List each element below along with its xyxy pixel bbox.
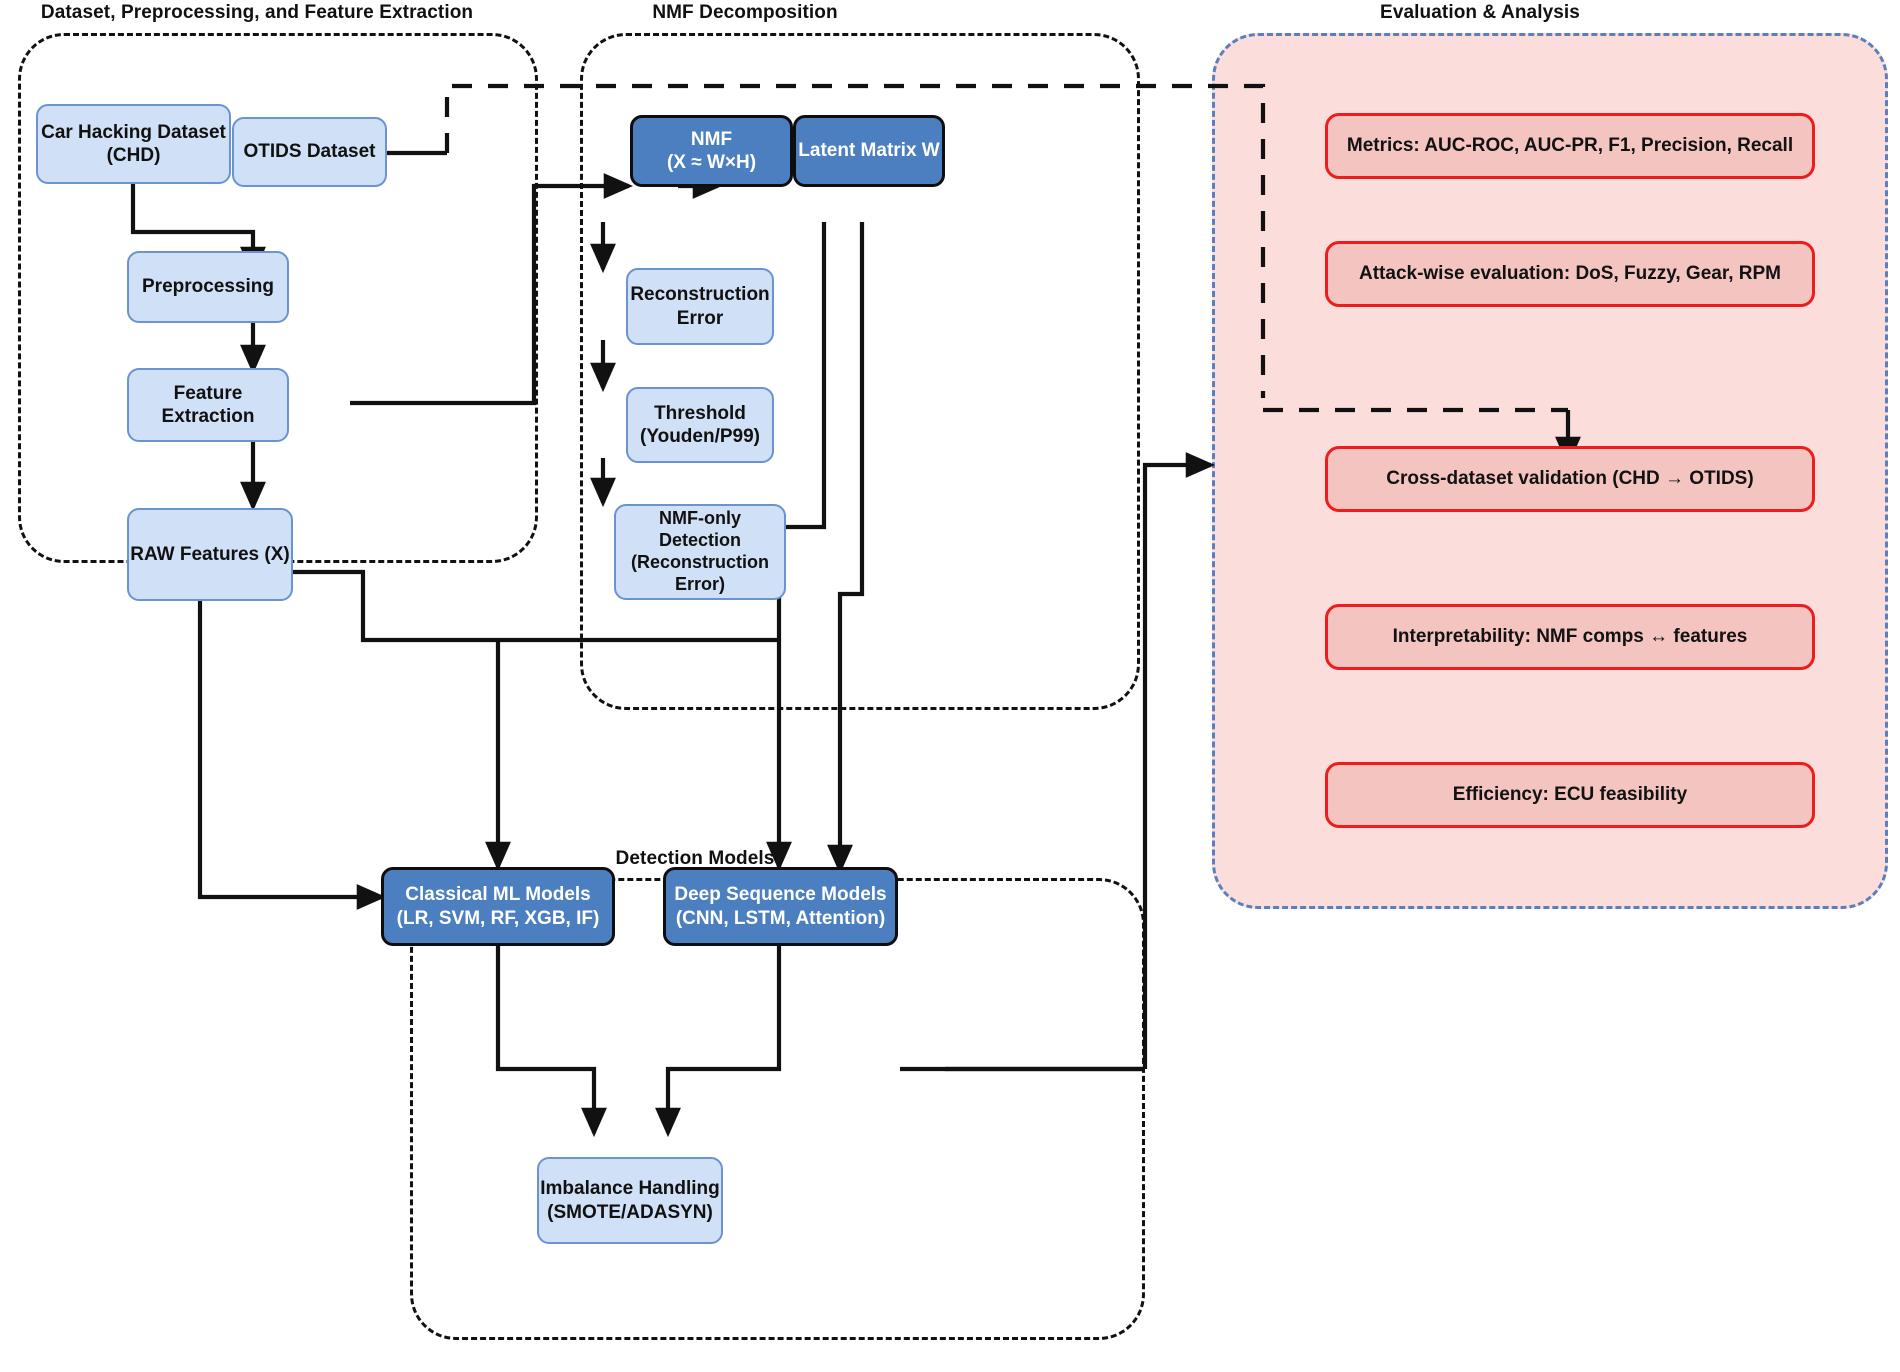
node-label-line1: RAW Features (X) (130, 543, 290, 565)
node-nmf-only-detection[interactable]: NMF-only Detection (Reconstruction Error… (614, 504, 786, 600)
node-nmf[interactable]: NMF (X ≈ W×H) (630, 115, 793, 187)
node-label-line2: (LR, SVM, RF, XGB, IF) (396, 907, 600, 929)
node-car-hacking-dataset[interactable]: Car Hacking Dataset (CHD) (36, 104, 231, 184)
eval-item-label: Efficiency: ECU feasibility (1452, 784, 1688, 806)
node-threshold[interactable]: Threshold (Youden/P99) (626, 387, 774, 463)
node-label-line2: Error (676, 307, 724, 329)
group-detection (410, 878, 1145, 1340)
node-label-line1: Threshold (654, 402, 746, 424)
node-label-line1: Feature Extraction (161, 382, 255, 427)
node-label-line2: (Youden/P99) (640, 426, 760, 447)
node-label-line3: Error) (674, 573, 725, 594)
node-imbalance-handling[interactable]: Imbalance Handling (SMOTE/ADASYN) (537, 1157, 723, 1244)
node-label-line1: NMF-only Detection (658, 508, 741, 551)
panel-title-dataset: Dataset, Preprocessing, and Feature Extr… (40, 2, 474, 23)
node-label-line1: Reconstruction (630, 284, 770, 306)
node-latent-matrix-w[interactable]: Latent Matrix W (793, 115, 945, 187)
node-label-line2: (X ≈ W×H) (666, 152, 757, 173)
node-label-line1: Deep Sequence Models (674, 884, 887, 906)
eval-item-cross-dataset[interactable]: Cross-dataset validation (CHD → OTIDS) (1325, 446, 1815, 512)
node-label-line1: NMF (690, 128, 733, 150)
node-label-line1: Preprocessing (142, 276, 274, 298)
eval-item-efficiency[interactable]: Efficiency: ECU feasibility (1325, 762, 1815, 828)
node-label-line2: (Reconstruction (630, 552, 769, 572)
eval-item-label: Interpretability: NMF comps ↔ features (1392, 626, 1748, 648)
node-label-line2: (CHD) (106, 145, 161, 166)
node-label-line2: (SMOTE/ADASYN) (547, 1201, 713, 1223)
node-label-line1: OTIDS Dataset (243, 141, 376, 163)
node-label-line1: Car Hacking Dataset (41, 121, 226, 143)
node-reconstruction-error[interactable]: Reconstruction Error (626, 268, 774, 345)
eval-item-metrics[interactable]: Metrics: AUC-ROC, AUC-PR, F1, Precision,… (1325, 113, 1815, 179)
node-label-line1: Classical ML Models (405, 884, 591, 906)
node-preprocessing[interactable]: Preprocessing (127, 251, 289, 323)
panel-title-evaluation: Evaluation & Analysis (1380, 2, 1580, 23)
node-feature-extraction[interactable]: Feature Extraction (127, 368, 289, 442)
eval-item-attack-wise[interactable]: Attack-wise evaluation: DoS, Fuzzy, Gear… (1325, 241, 1815, 307)
node-label-line2: (CNN, LSTM, Attention) (675, 907, 886, 929)
eval-item-label: Attack-wise evaluation: DoS, Fuzzy, Gear… (1359, 263, 1781, 285)
node-otids-dataset[interactable]: OTIDS Dataset (232, 117, 387, 187)
node-raw-features[interactable]: RAW Features (X) (127, 508, 293, 601)
panel-title-detection: Detection Models (615, 848, 775, 869)
eval-item-interpretability[interactable]: Interpretability: NMF comps ↔ features (1325, 604, 1815, 670)
node-deep-sequence-models[interactable]: Deep Sequence Models (CNN, LSTM, Attenti… (663, 867, 898, 946)
node-classical-ml-models[interactable]: Classical ML Models (LR, SVM, RF, XGB, I… (381, 867, 615, 946)
node-label-line1: Latent Matrix W (798, 140, 940, 162)
node-label-line1: Imbalance Handling (540, 1178, 720, 1200)
eval-item-label: Cross-dataset validation (CHD → OTIDS) (1386, 468, 1754, 490)
panel-title-nmf: NMF Decomposition (652, 2, 838, 23)
eval-item-label: Metrics: AUC-ROC, AUC-PR, F1, Precision,… (1346, 135, 1794, 157)
